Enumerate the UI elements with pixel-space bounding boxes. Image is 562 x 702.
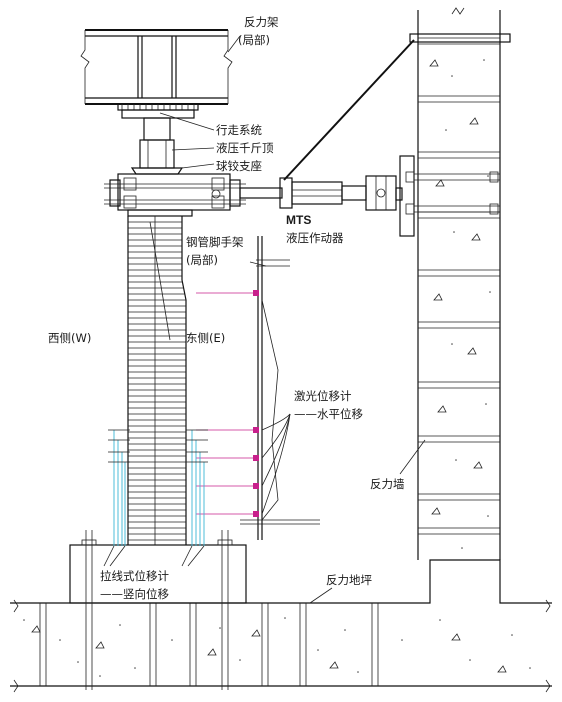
- mts-actuator: [239, 39, 415, 211]
- label-hydraulic-jack: 液压千斤顶: [216, 141, 274, 155]
- label-reaction-frame: 反力架: [244, 15, 279, 29]
- label-west-side: 西侧(W): [48, 331, 91, 345]
- hydraulic-jack: [139, 117, 175, 169]
- label-wire-displacement-meter: 拉线式位移计: [100, 569, 169, 583]
- label-horizontal-displacement: ——水平位移: [294, 407, 363, 421]
- wire-sensors: [103, 429, 208, 567]
- reaction-frame: [80, 29, 233, 119]
- label-reaction-wall: 反力墙: [370, 477, 405, 491]
- label-steel-scaffold-part: (局部): [186, 253, 218, 267]
- label-hydraulic-actuator: 液压作动器: [286, 231, 344, 245]
- label-reaction-floor: 反力地坪: [326, 573, 372, 587]
- column-specimen: [69, 216, 247, 690]
- reaction-floor: [10, 559, 552, 693]
- label-east-side: 东侧(E): [186, 331, 225, 345]
- leader-lines: [159, 35, 426, 604]
- label-reaction-frame-part: (局部): [238, 33, 270, 47]
- ball-hinge-support: [104, 167, 246, 217]
- label-mts: MTS: [286, 213, 311, 227]
- label-walking-system: 行走系统: [216, 123, 262, 137]
- label-vertical-displacement: ——竖向位移: [100, 587, 169, 601]
- reaction-wall: [399, 7, 511, 581]
- label-laser-displacement-meter: 激光位移计: [294, 389, 352, 403]
- label-ball-hinge-support: 球铰支座: [216, 159, 262, 173]
- laser-sensors: [196, 290, 291, 517]
- label-steel-scaffold: 钢管脚手架: [186, 235, 244, 249]
- steel-scaffold: [240, 236, 320, 540]
